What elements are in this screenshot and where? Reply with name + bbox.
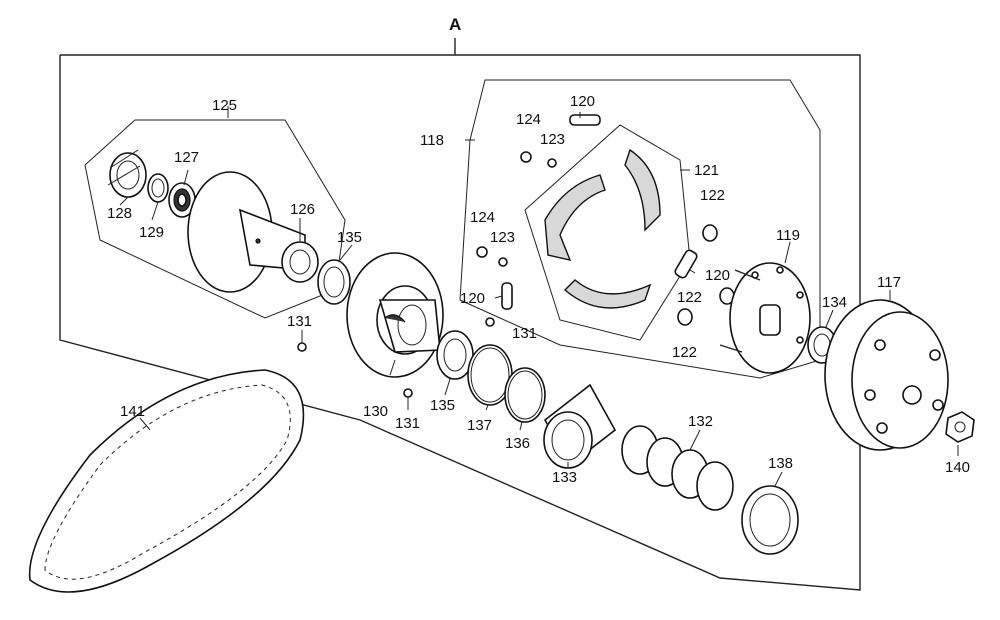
part-135-oil-seal-upper [317, 259, 351, 305]
label-134: 134 [822, 294, 847, 311]
label-123-mid: 123 [490, 229, 515, 246]
part-138-seal-collar [741, 485, 799, 555]
label-125: 125 [212, 97, 237, 114]
label-120-top: 120 [570, 93, 595, 110]
part-126-driven-face [187, 171, 319, 293]
label-141: 141 [120, 403, 145, 420]
part-117-clutch-outer [824, 299, 949, 451]
label-130: 130 [363, 403, 388, 420]
part-121-clutch-shoes [544, 148, 661, 309]
label-124-top: 124 [516, 111, 541, 128]
subgroup-118-outline [459, 79, 821, 379]
label-126: 126 [290, 201, 315, 218]
label-133: 133 [552, 469, 577, 486]
label-135-upper: 135 [337, 229, 362, 246]
label-135-lower: 135 [430, 397, 455, 414]
label-119: 119 [776, 227, 800, 244]
part-122-bushings [677, 224, 735, 326]
label-118: 118 [420, 132, 444, 149]
label-122-mid: 122 [677, 289, 702, 306]
label-129: 129 [139, 224, 164, 241]
part-133-guide-collar [543, 383, 617, 469]
label-122-bottom: 122 [672, 344, 697, 361]
label-138: 138 [768, 455, 793, 472]
label-132: 132 [688, 413, 713, 430]
part-119-drive-plate [719, 262, 811, 374]
label-128: 128 [107, 205, 132, 222]
group-a-outline: A [59, 15, 861, 591]
part-123-124-hardware [476, 151, 557, 267]
label-123-top: 123 [540, 131, 565, 148]
part-120-springs [501, 114, 698, 310]
part-130-moveable-driven-face [346, 252, 444, 378]
label-140: 140 [945, 459, 970, 476]
label-120-left: 120 [460, 290, 485, 307]
label-131-right: 131 [512, 325, 537, 342]
part-128-needle-bearing [107, 149, 147, 198]
group-label-a: A [449, 15, 461, 34]
label-117: 117 [877, 274, 901, 291]
subgroup-125-outline [84, 106, 346, 319]
label-127: 127 [174, 149, 199, 166]
label-122-top: 122 [700, 187, 725, 204]
part-136-o-ring [504, 367, 546, 423]
leader-lines [119, 112, 959, 487]
part-141-drive-belt [28, 369, 305, 593]
part-140-nut [945, 411, 975, 443]
part-132-spring [621, 425, 734, 511]
label-136: 136 [505, 435, 530, 452]
label-131-left: 131 [287, 313, 312, 330]
label-121: 121 [694, 162, 719, 179]
label-120-right: 120 [705, 267, 730, 284]
label-131-center: 131 [395, 415, 420, 432]
part-129-circlip [147, 173, 169, 203]
label-124-mid: 124 [470, 209, 495, 226]
label-137: 137 [467, 417, 492, 434]
part-labels: 125 127 128 129 126 135 131 130 131 135 … [107, 93, 970, 486]
